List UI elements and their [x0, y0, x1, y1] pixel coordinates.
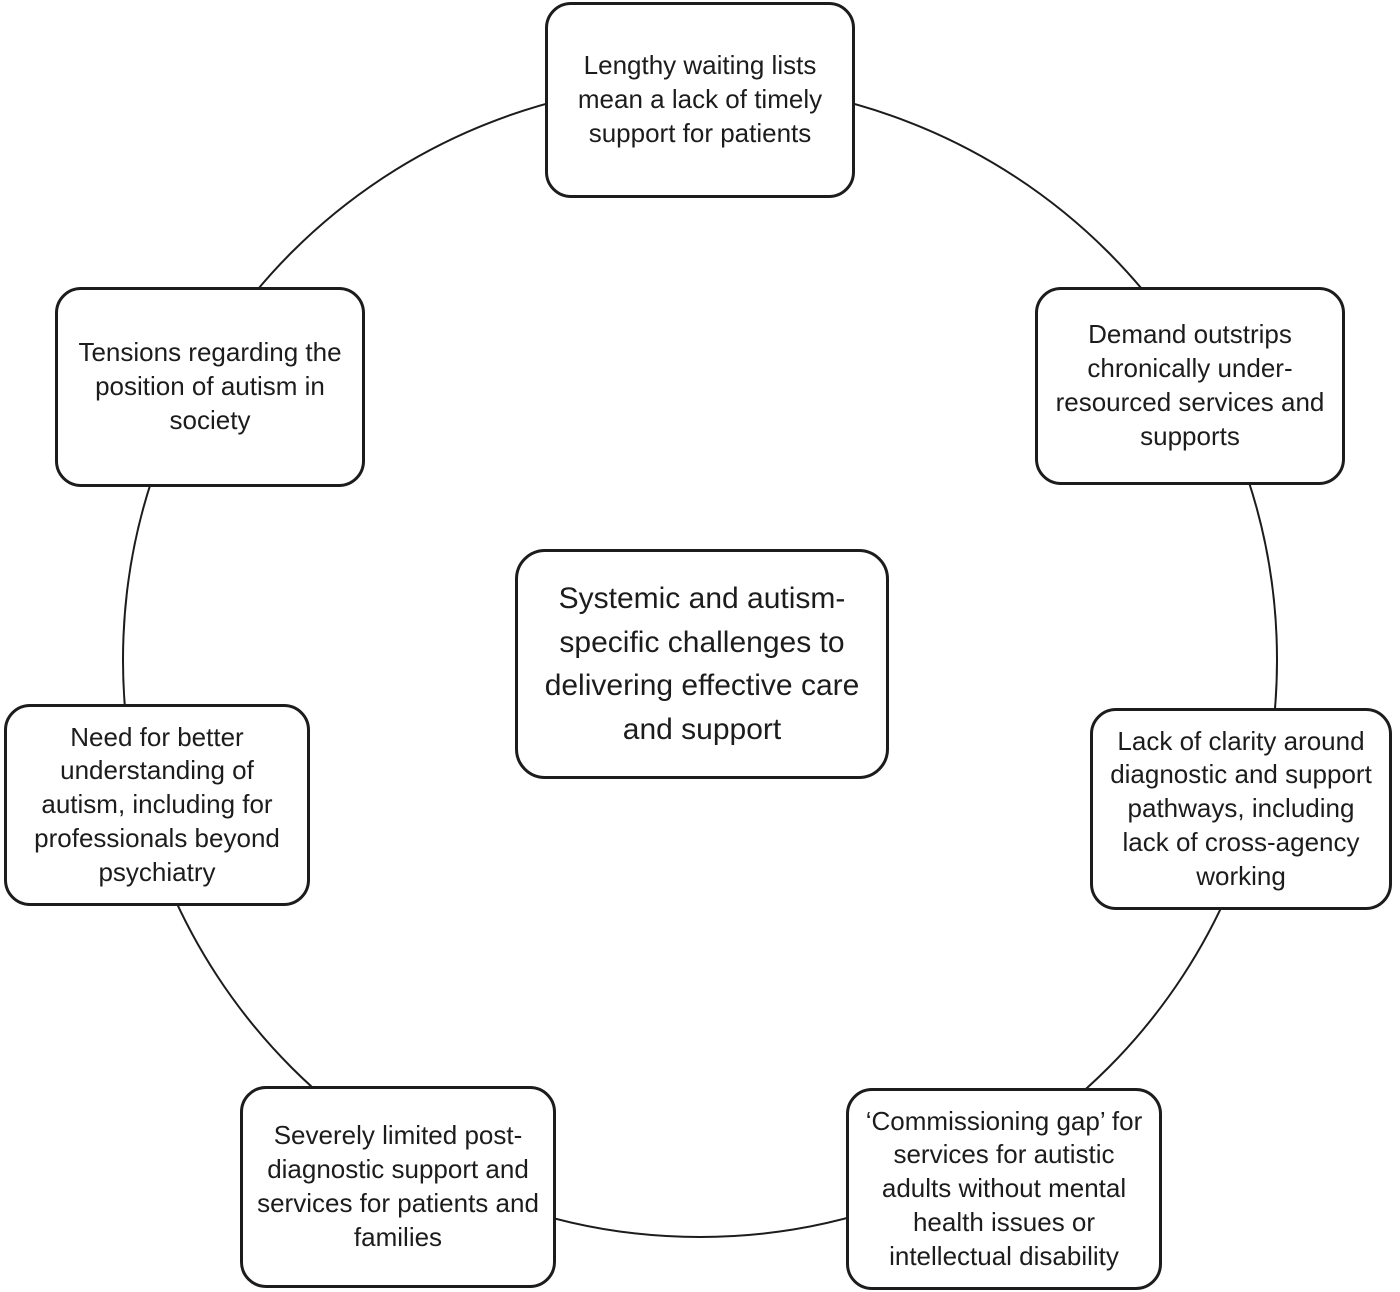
- node-lengthy-waiting-lists: Lengthy waiting lists mean a lack of tim…: [545, 2, 855, 198]
- node-label: Lengthy waiting lists mean a lack of tim…: [577, 50, 823, 148]
- node-label: Severely limited post-diagnostic support…: [257, 1120, 539, 1252]
- center-label: Systemic and autism-specific challenges …: [544, 582, 860, 746]
- node-label: ‘Commissioning gap’ for services for aut…: [865, 1105, 1143, 1271]
- node-label: Demand outstrips chronically under-resou…: [1055, 319, 1325, 451]
- node-label: Tensions regarding the position of autis…: [78, 337, 342, 435]
- node-commissioning-gap: ‘Commissioning gap’ for services for aut…: [846, 1088, 1162, 1290]
- node-demand-outstrips: Demand outstrips chronically under-resou…: [1035, 287, 1345, 485]
- node-need-better-understanding: Need for better understanding of autism,…: [4, 704, 310, 906]
- node-limited-post-diagnostic-support: Severely limited post-diagnostic support…: [240, 1086, 556, 1288]
- center-box: Systemic and autism-specific challenges …: [515, 549, 889, 779]
- node-lack-of-clarity: Lack of clarity around diagnostic and su…: [1090, 708, 1392, 910]
- node-label: Need for better understanding of autism,…: [34, 721, 280, 887]
- node-tensions-position-autism: Tensions regarding the position of autis…: [55, 287, 365, 487]
- node-label: Lack of clarity around diagnostic and su…: [1110, 725, 1372, 891]
